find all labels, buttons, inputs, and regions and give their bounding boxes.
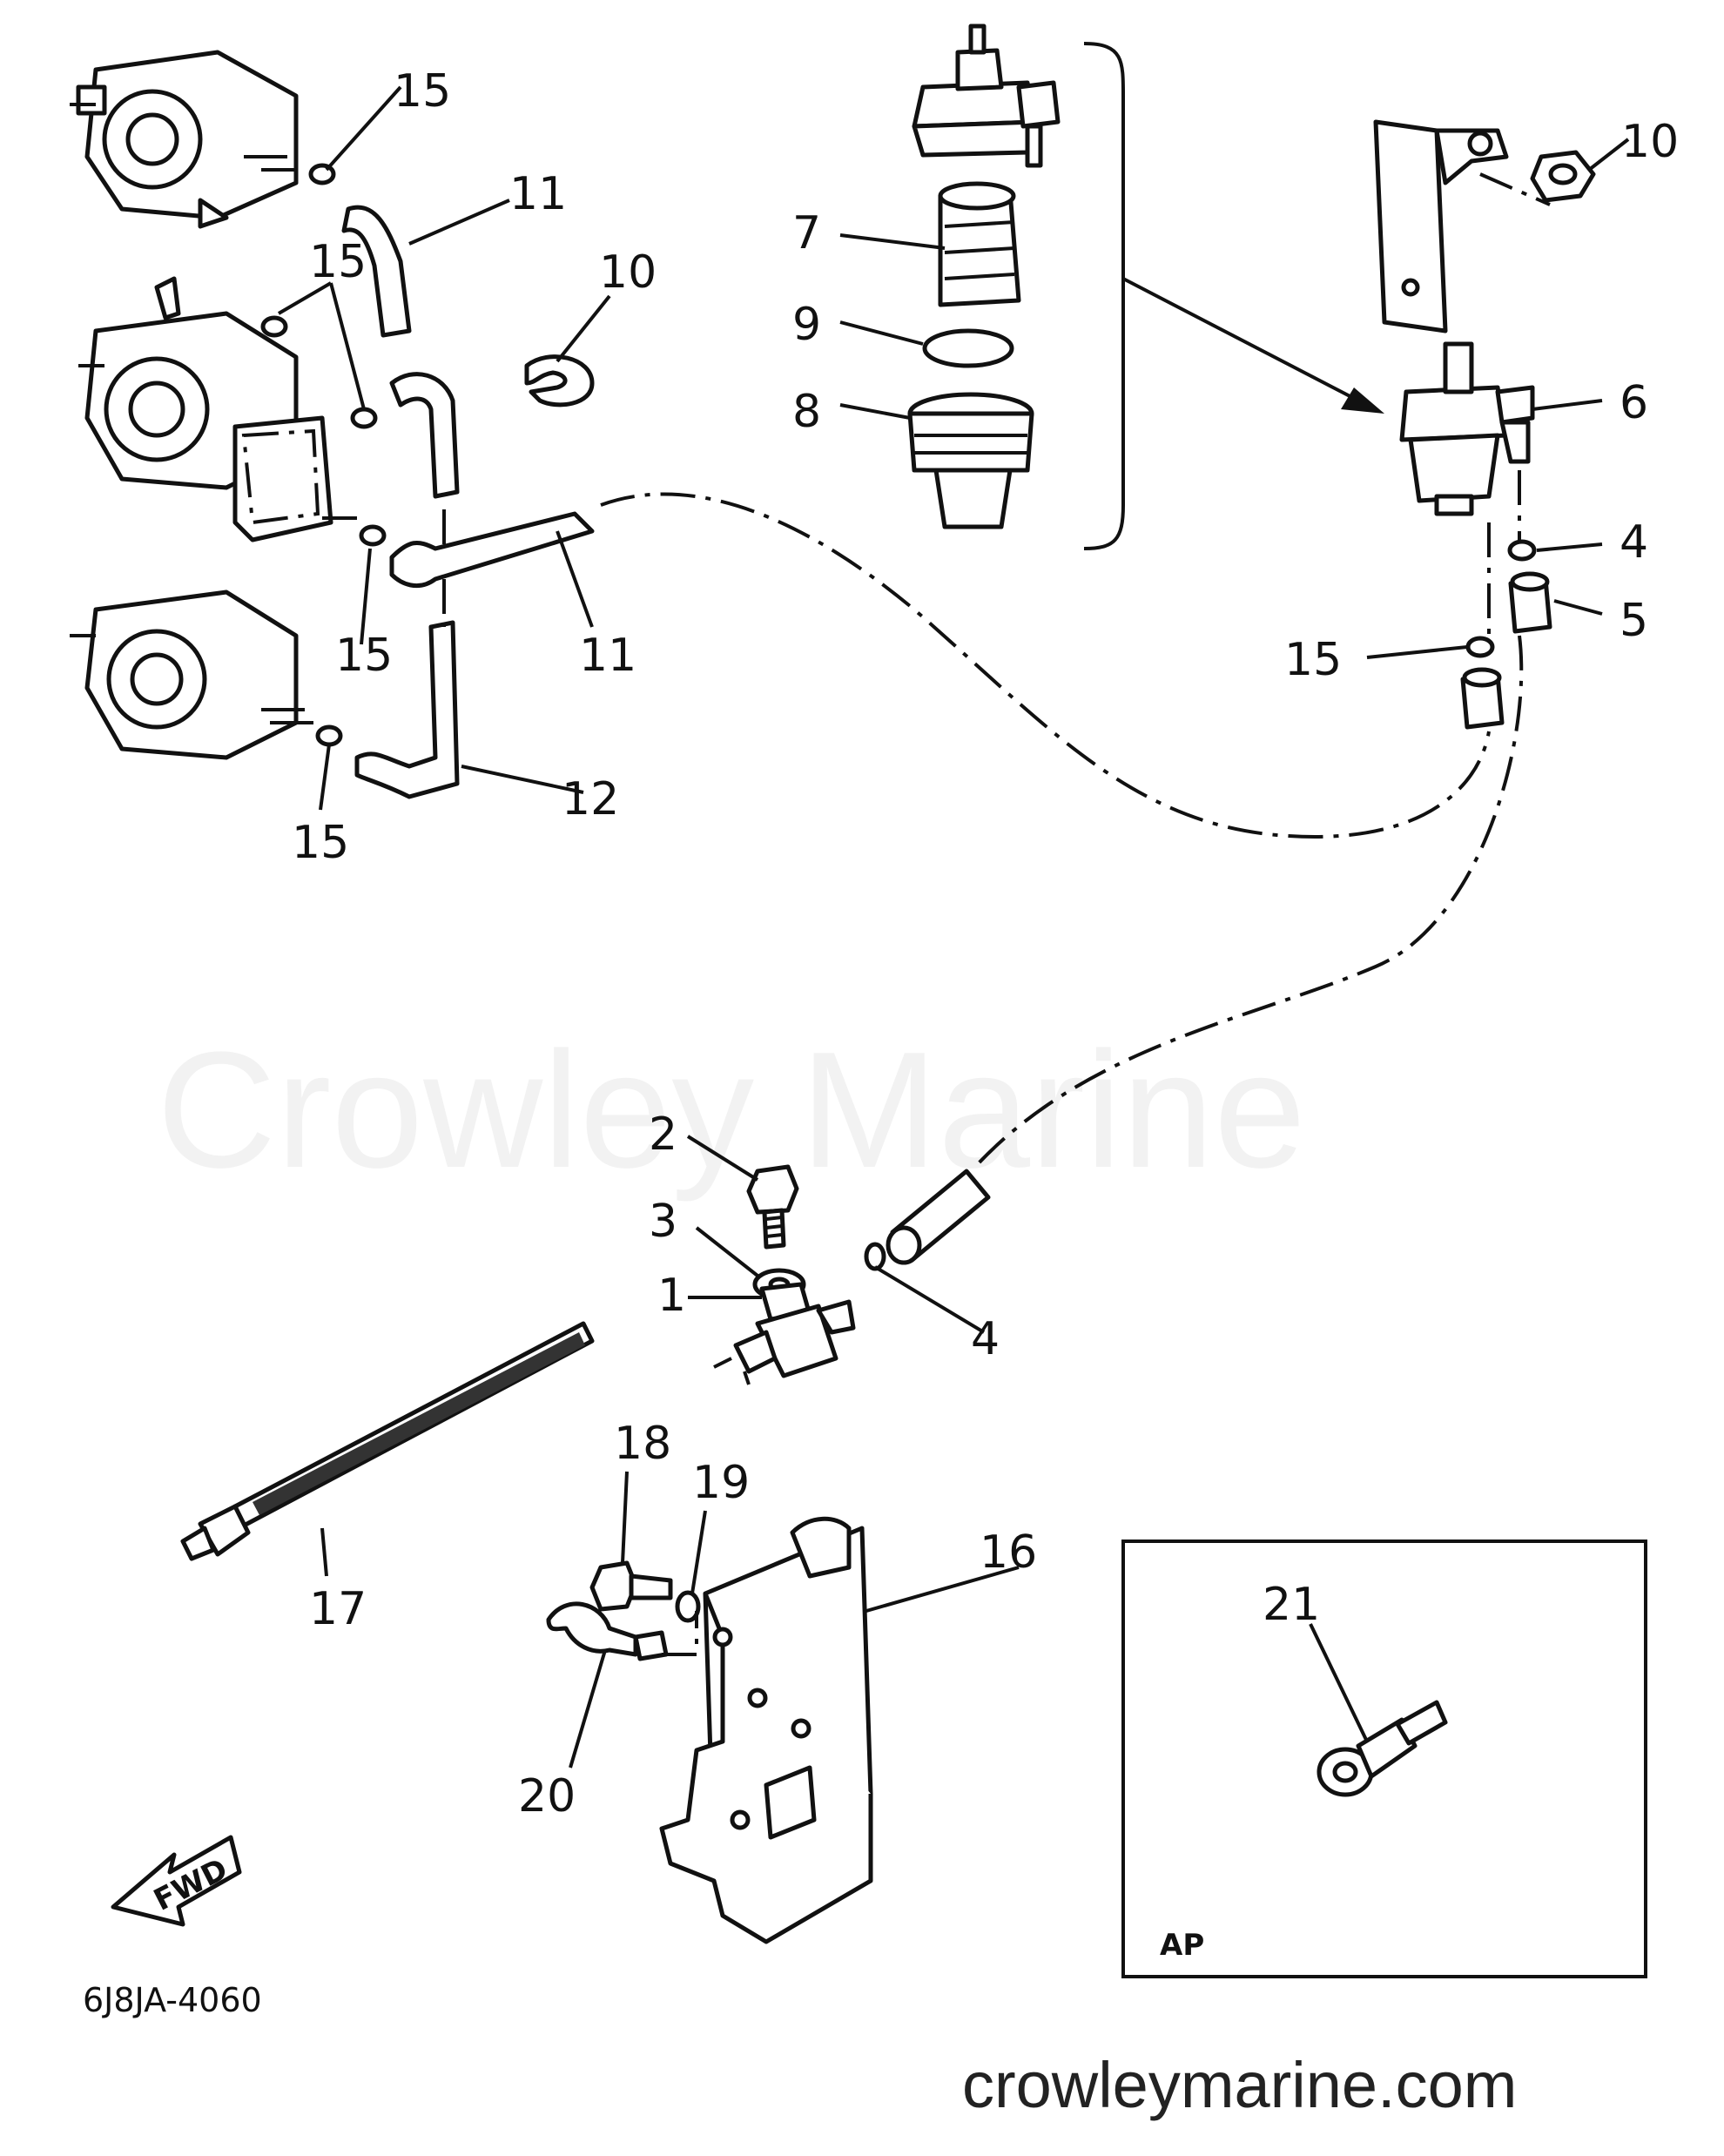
website-text: crowleymarine.com	[962, 2049, 1517, 2121]
callout-15: 15	[394, 65, 451, 118]
group-bracket	[1083, 42, 1125, 550]
carburetor-bottom	[70, 590, 313, 760]
bolt-18	[589, 1560, 673, 1612]
hose-clip-4-top	[1507, 539, 1537, 562]
cable-tie-17	[180, 1321, 595, 1561]
nut-10	[1530, 150, 1596, 203]
callout-8: 8	[792, 386, 821, 438]
fuel-hose-14	[354, 620, 460, 799]
fuel-filter-element-7	[938, 181, 1021, 307]
callout-16: 16	[980, 1526, 1037, 1579]
callout-20: 20	[518, 1770, 576, 1822]
callout-1: 1	[657, 1270, 686, 1322]
callout-7: 7	[792, 207, 821, 259]
hose-clip-4-bottom	[864, 1242, 886, 1271]
fuel-joint-1	[713, 1282, 856, 1385]
callout-2: 2	[649, 1108, 677, 1161]
callout-15: 15	[309, 236, 367, 288]
callout-15: 15	[292, 817, 349, 869]
fuel-filter-cap	[912, 24, 1061, 168]
filter-cup-8	[907, 392, 1034, 529]
inset-box	[1121, 1540, 1647, 1978]
fuel-filter-6	[1399, 341, 1535, 516]
fitting-21	[1317, 1700, 1448, 1797]
callout-15: 15	[335, 630, 393, 682]
callout-18: 18	[614, 1418, 671, 1470]
fuel-line-route-a	[600, 492, 1491, 839]
hose-clip-15e	[315, 724, 343, 747]
washer-19	[675, 1590, 701, 1623]
fuel-hose-11	[389, 511, 595, 589]
fwd-direction-arrow: FWD	[111, 1835, 242, 1927]
callout-11: 11	[579, 630, 636, 682]
callout-4: 4	[1620, 516, 1648, 569]
watermark-text: Crowley Marine	[157, 1018, 1306, 1203]
callout-4: 4	[971, 1313, 1000, 1365]
carburetor-middle	[78, 276, 357, 542]
carburetor-top	[70, 50, 299, 229]
callout-9: 9	[792, 299, 821, 351]
diagram-code: 6J8JA-4060	[83, 1981, 262, 2019]
assembly-arrow	[1122, 277, 1359, 402]
leader-lines	[277, 85, 1630, 1769]
callout-21: 21	[1263, 1579, 1320, 1631]
bracket-16	[659, 1516, 873, 1944]
callout-17: 17	[309, 1583, 367, 1635]
hose-clip-15c	[350, 407, 378, 429]
clamp-20	[546, 1601, 669, 1661]
fuel-filter-bracket	[1373, 119, 1509, 334]
callout-13: 11	[509, 168, 567, 220]
hose-clip-15d	[359, 524, 387, 547]
fuel-hose-upper	[389, 372, 460, 499]
callout-12: 10	[599, 246, 657, 299]
callout-3: 3	[649, 1196, 677, 1248]
bolt-2	[746, 1164, 799, 1250]
callout-19: 19	[692, 1457, 750, 1509]
hose-clip-15f	[1465, 636, 1495, 658]
callout-6: 6	[1620, 377, 1648, 429]
hose-holder-12	[524, 354, 595, 408]
callout-15: 15	[1284, 634, 1342, 686]
assembly-arrowhead	[1341, 387, 1384, 414]
callout-14: 12	[562, 773, 619, 825]
fuel-line-route-b	[973, 635, 1524, 1169]
o-ring-9	[922, 328, 1014, 368]
inset-label: AP	[1160, 1928, 1204, 1963]
hose-clip-15b	[260, 315, 288, 338]
callout-5: 5	[1620, 595, 1648, 647]
callout-10: 10	[1621, 116, 1679, 168]
fuel-hose-13	[341, 205, 412, 338]
